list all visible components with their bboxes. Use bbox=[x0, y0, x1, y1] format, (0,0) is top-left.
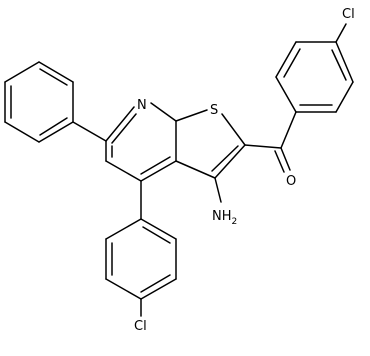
pyridine-ring bbox=[105, 102, 177, 182]
nitrogen-label: N bbox=[137, 98, 147, 113]
chlorine-bottom-label: Cl bbox=[134, 319, 147, 334]
oxygen-label: O bbox=[286, 174, 296, 189]
phenyl-ring bbox=[4, 61, 107, 143]
amino-subscript: 2 bbox=[232, 217, 238, 227]
amino-label: NH2 bbox=[212, 209, 237, 227]
atom-labels: Cl N S O NH2 Cl bbox=[134, 7, 355, 334]
upper-chlorophenyl-ring bbox=[275, 23, 354, 113]
chlorine-top-label: Cl bbox=[342, 7, 355, 22]
sulfur-label: S bbox=[210, 103, 218, 118]
lower-chlorophenyl-ring bbox=[105, 180, 177, 317]
amino-main-text: NH bbox=[212, 209, 232, 224]
thiophene-ring bbox=[175, 109, 246, 203]
carbonyl-group bbox=[244, 111, 297, 173]
